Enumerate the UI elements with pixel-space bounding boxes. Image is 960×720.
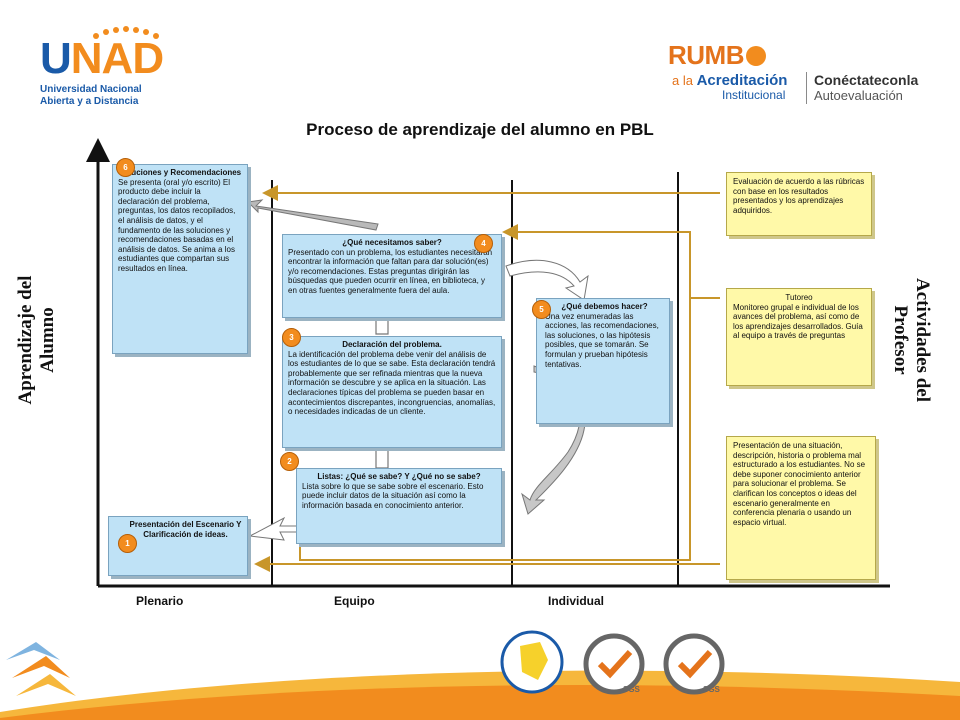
cert-seal-2-icon <box>663 633 725 695</box>
arrow-1-to-2 <box>248 516 301 541</box>
teacher-presentation-text: Presentación de una situación, descripci… <box>733 441 866 527</box>
step-5-box: ¿Qué debemos hacer? Una vez enumeradas l… <box>536 298 670 424</box>
step-2-box: Listas: ¿Qué se sabe? Y ¿Qué no se sabe?… <box>296 468 502 544</box>
right-axis-label: Actividades del Profesor <box>890 277 933 403</box>
unad-dots <box>92 26 162 40</box>
cert-label-2: SGS <box>703 685 720 694</box>
connector-tutoreo-2 <box>299 298 691 561</box>
cert-label-1: SGS <box>623 685 640 694</box>
x-label-individual: Individual <box>548 594 605 608</box>
page-title: Proceso de aprendizaje del alumno en PBL <box>306 120 654 139</box>
teacher-tutoreo-title: Tutoreo <box>785 293 813 302</box>
rumbo-right1: Conéctateconla <box>814 72 919 88</box>
footer-graphics <box>0 630 960 720</box>
x-label-plenario: Plenario <box>136 594 184 608</box>
teacher-tutoreo-text: Monitoreo grupal e individual de los ava… <box>733 302 863 341</box>
step-4-title: ¿Qué necesitamos saber? <box>342 238 442 247</box>
step-1-title: Presentación del Escenario Y Clarificaci… <box>129 520 242 539</box>
logo-dots-icon <box>93 26 159 39</box>
step-1-number: 1 <box>118 534 137 553</box>
step-6-title: Soluciones y Recomendaciones <box>118 168 242 177</box>
teacher-presentation-box: Presentación de una situación, descripci… <box>726 436 876 580</box>
step-3-title: Declaración del problema. <box>342 340 442 349</box>
step-4-box: ¿Qué necesitamos saber? Presentado con u… <box>282 234 502 318</box>
step-6-box: Soluciones y Recomendaciones Se presenta… <box>112 164 248 354</box>
step-5-body: Una vez enumeradas las acciones, las rec… <box>545 311 659 369</box>
rumbo-wordmark: RUMB <box>668 40 766 71</box>
step-5-number: 5 <box>532 300 551 319</box>
footer-arrow-logo-icon <box>6 642 76 696</box>
arrow-4-to-5 <box>505 259 589 301</box>
rumbo-line2: Institucional <box>722 88 786 102</box>
connector-tutoreo-4 <box>502 224 720 299</box>
step-3-number: 3 <box>282 328 301 347</box>
step-5-title: ¿Qué debemos hacer? <box>561 302 648 311</box>
step-2-title: Listas: ¿Qué se sabe? Y ¿Qué no se sabe? <box>317 472 481 481</box>
step-2-number: 2 <box>280 452 299 471</box>
step-4-number: 4 <box>474 234 493 253</box>
teacher-evaluation-text: Evaluación de acuerdo a las rúbricas con… <box>733 177 865 215</box>
cert-seal-1-icon <box>583 633 645 695</box>
teacher-tutoreo-box: Tutoreo Monitoreo grupal e individual de… <box>726 288 872 386</box>
unad-logo <box>38 22 178 112</box>
rumbo-line1: a la Acreditación <box>672 72 788 89</box>
unad-wordmark: UNAD <box>40 34 164 83</box>
step-2-body: Lista sobre lo que se sabe sobre el esce… <box>302 481 484 510</box>
step-3-box: Declaración del problema. La identificac… <box>282 336 502 448</box>
x-label-equipo: Equipo <box>334 594 375 608</box>
step-6-body: Se presenta (oral y/o escrito) El produc… <box>118 177 236 273</box>
arrow-4-to-6 <box>246 199 379 231</box>
teacher-evaluation-box: Evaluación de acuerdo a las rúbricas con… <box>726 172 872 236</box>
rumbo-right2: Autoevaluación <box>814 88 903 103</box>
step-3-body: La identificación del problema debe veni… <box>288 349 496 417</box>
rumbo-separator <box>806 72 807 104</box>
y-axis-label: Aprendizaje del Alumno <box>15 275 58 405</box>
step-4-body: Presentado con un problema, los estudian… <box>288 247 493 295</box>
step-6-number: 6 <box>116 158 135 177</box>
step-1-box: Presentación del Escenario Y Clarificaci… <box>108 516 248 576</box>
